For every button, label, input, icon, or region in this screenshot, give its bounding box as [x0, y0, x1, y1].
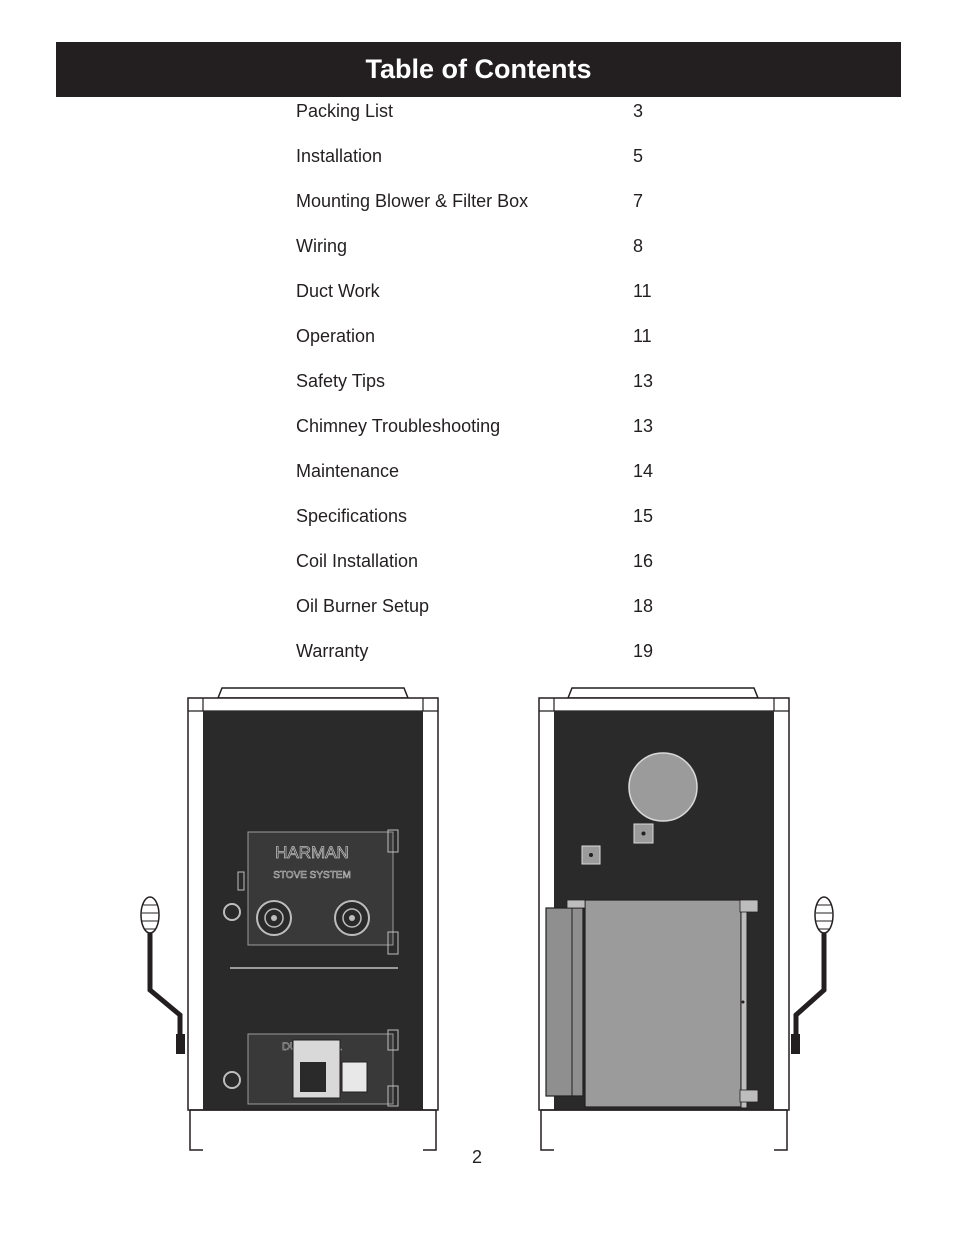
stove-top-cap [216, 687, 410, 699]
stove-legs [189, 1110, 437, 1151]
toc-entry[interactable]: Specifications 15 [296, 505, 696, 550]
toc-entry[interactable]: Oil Burner Setup 18 [296, 595, 696, 640]
toc-entry-label: Oil Burner Setup [296, 596, 430, 616]
toc-entry[interactable]: Wiring 8 [296, 235, 696, 280]
toc-entry[interactable]: Mounting Blower & Filter Box 7 [296, 190, 696, 235]
toc-entry[interactable]: Warranty 19 [296, 640, 696, 685]
toc-entry-label: Duct Work [296, 281, 380, 301]
toc-entry[interactable]: Safety Tips 13 [296, 370, 696, 415]
toc-entry-page: 14 [633, 461, 654, 481]
toc-entry-label: Mounting Blower & Filter Box [296, 191, 529, 211]
toc-entry-page: 13 [633, 416, 654, 436]
toc-entry-label: Chimney Troubleshooting [296, 416, 501, 436]
blower-box [584, 899, 742, 1108]
stove-top-cap [566, 687, 760, 699]
stove-rear-illustration [538, 687, 834, 1151]
flue-collar [628, 752, 698, 822]
logo-stove-system: STOVE SYSTEM [273, 870, 351, 881]
toc-entry[interactable]: Installation 5 [296, 145, 696, 190]
toc-entry-label: Safety Tips [296, 371, 386, 391]
toc-entry-page: 3 [633, 101, 644, 121]
toc-entry[interactable]: Operation 11 [296, 325, 696, 370]
toc-entry-label: Coil Installation [296, 551, 419, 571]
toc-entry[interactable]: Chimney Troubleshooting 13 [296, 415, 696, 460]
toc-entry[interactable]: Maintenance 14 [296, 460, 696, 505]
toc-entry[interactable]: Duct Work 11 [296, 280, 696, 325]
title-bar: Table of Contents [56, 42, 901, 97]
toc-entry-label: Wiring [296, 236, 348, 256]
toc-entry-page: 15 [633, 506, 654, 526]
page-number: 2 [471, 1147, 482, 1167]
toc-entry-page: 11 [633, 281, 652, 301]
toc-entry-page: 16 [633, 551, 654, 571]
toc-entry-page: 18 [633, 596, 654, 616]
toc-entry-label: Operation [296, 326, 376, 346]
toc-entry-label: Installation [296, 146, 383, 166]
toc-entry-page: 7 [633, 191, 644, 211]
logo-harman: HARMAN [275, 843, 349, 862]
toc-entry[interactable]: Packing List 3 [296, 100, 696, 145]
table-of-contents: Packing List 3 Installation 5 Mounting Blo… [296, 100, 696, 685]
toc-entry-label: Specifications [296, 506, 408, 526]
door-latch [223, 903, 241, 921]
stove-front-illustration: HARMAN STOVE SYSTEM DUAL FUEL [140, 687, 439, 1151]
toc-entry-page: 8 [633, 236, 644, 256]
page-title: Table of Contents [365, 54, 592, 84]
shaker-handle-icon [791, 896, 834, 1054]
shaker-handle-icon [140, 896, 185, 1054]
filter-box-side [545, 907, 584, 1097]
toc-entry-label: Maintenance [296, 461, 400, 481]
toc-entry-page: 5 [633, 146, 644, 166]
stove-legs [540, 1110, 788, 1151]
toc-entry[interactable]: Coil Installation 16 [296, 550, 696, 595]
toc-entry-page: 11 [633, 326, 652, 346]
toc-entry-label: Warranty [296, 641, 369, 661]
toc-entry-label: Packing List [296, 101, 394, 121]
toc-entry-page: 13 [633, 371, 654, 391]
toc-entry-page: 19 [633, 641, 654, 661]
